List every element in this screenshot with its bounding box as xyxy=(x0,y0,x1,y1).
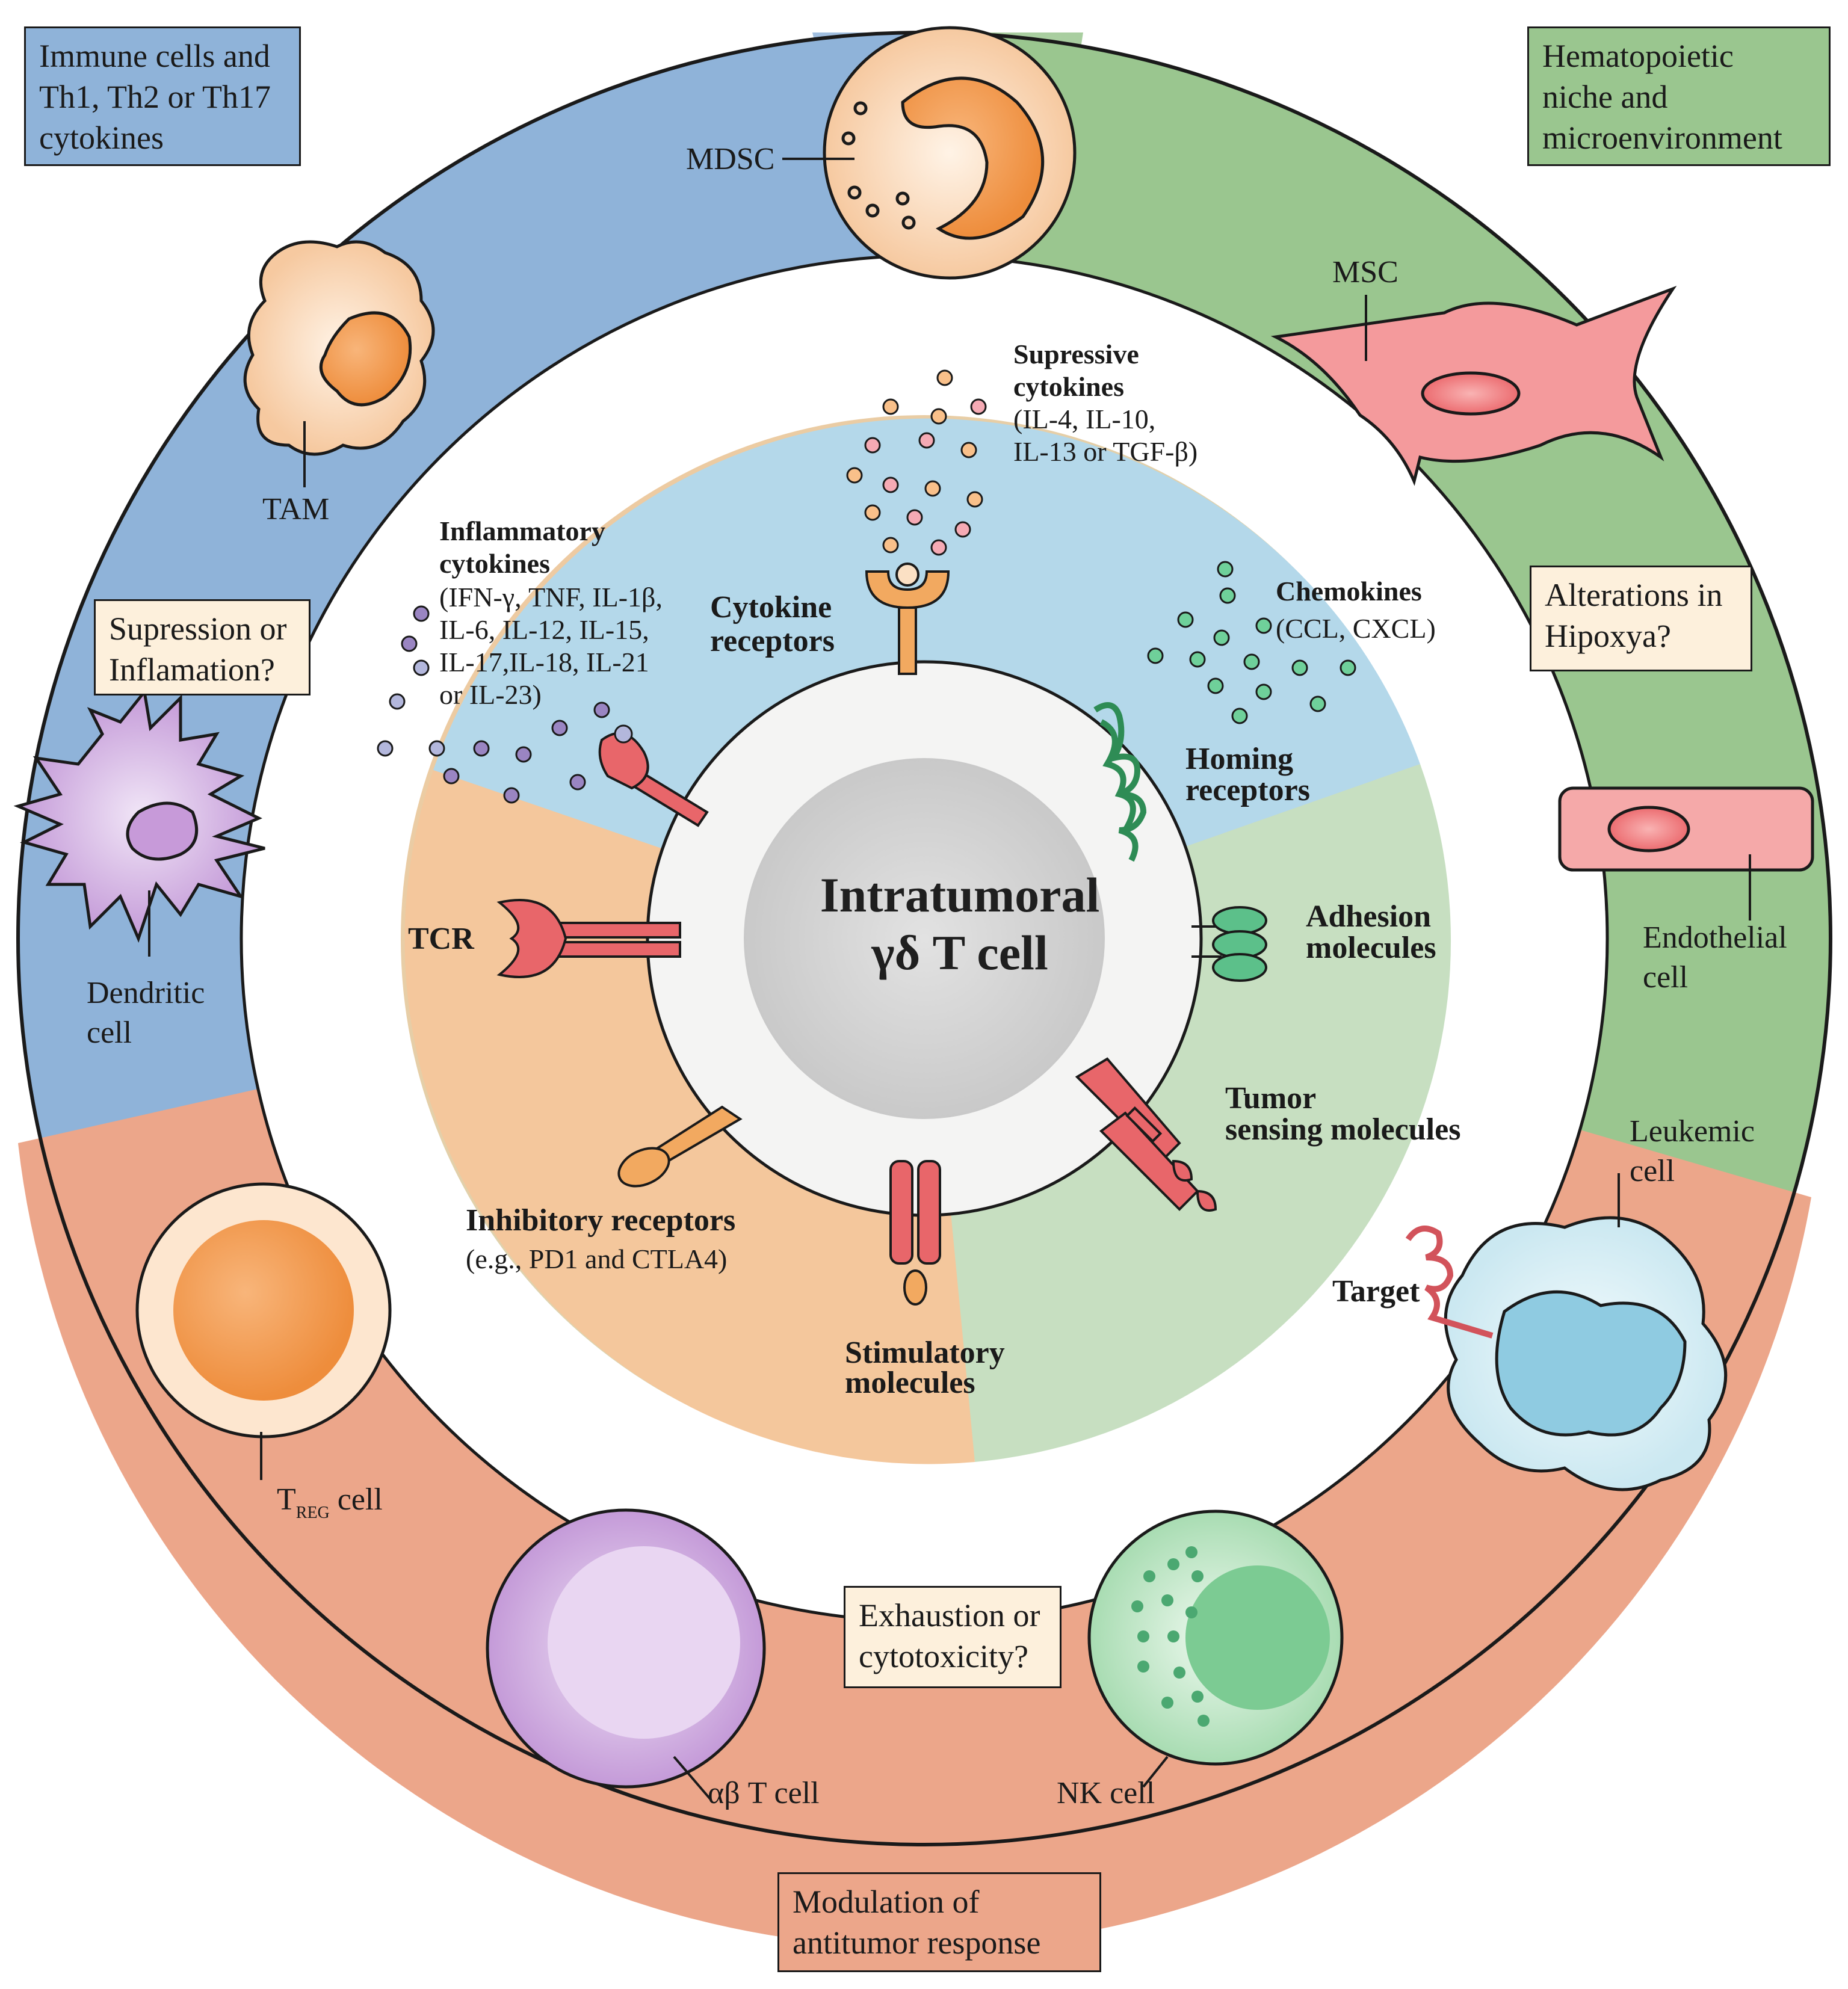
tam-cell xyxy=(243,240,435,456)
suppression-line-1: Supression or xyxy=(109,611,287,647)
immune-box-line-1: Immune cells and xyxy=(39,38,270,74)
cytokine-receptor-icon xyxy=(865,563,950,675)
exhaustion-question-box: Exhaustion or cytotoxicity? xyxy=(844,1586,1062,1688)
endothelial-label-line-2: cell xyxy=(1643,960,1689,994)
inflammatory-list-line-2: IL-6, IL-12, IL-15, xyxy=(439,614,649,645)
leukemic-label: Leukemic cell xyxy=(1630,1112,1755,1191)
center-title-line-2: γδ T cell xyxy=(871,925,1048,980)
cytokine-receptors-line-2: receptors xyxy=(710,624,835,658)
dendritic-cell xyxy=(13,688,265,943)
ab-t-cell xyxy=(486,1508,766,1789)
dendritic-label-line-2: cell xyxy=(87,1016,132,1050)
supressive-cytokines-title: Supressive cytokines xyxy=(1013,338,1139,403)
chemokines-icon xyxy=(1147,561,1356,724)
niche-box-line-2: niche and xyxy=(1542,79,1668,115)
target-icon xyxy=(1405,1226,1494,1339)
cytokine-receptors-line-1: Cytokine xyxy=(710,590,832,624)
inhibitory-receptors-title: Inhibitory receptors xyxy=(466,1203,736,1238)
leukemic-cell xyxy=(1444,1216,1728,1491)
immune-cells-box: Immune cells and Th1, Th2 or Th17 cytoki… xyxy=(24,26,301,166)
msc-cell xyxy=(1270,285,1677,486)
endothelial-label: Endothelial cell xyxy=(1643,918,1787,998)
inflammatory-cytokines-list: (IFN-γ, TNF, IL-1β, IL-6, IL-12, IL-15, … xyxy=(439,581,663,711)
target-label: Target xyxy=(1332,1274,1420,1309)
inflammatory-list-line-4: or IL-23) xyxy=(439,679,542,710)
adhesion-line-2: molecules xyxy=(1306,931,1436,965)
gamma-delta-t-cell xyxy=(646,660,1203,1217)
stimulatory-molecules-icon xyxy=(889,1160,941,1306)
exhaustion-line-2: cytotoxicity? xyxy=(859,1638,1028,1674)
treg-label-main: T xyxy=(277,1482,296,1517)
inflammatory-cytokines-icon xyxy=(377,605,633,804)
hipoxya-line-2: Hipoxya? xyxy=(1545,618,1671,654)
endothelial-cell xyxy=(1558,786,1814,872)
center-cell-title: Intratumoral γδ T cell xyxy=(770,866,1149,982)
dendritic-label-line-1: Dendritic xyxy=(87,976,205,1010)
endothelial-label-line-1: Endothelial xyxy=(1643,920,1787,955)
adhesion-line-1: Adhesion xyxy=(1306,899,1432,934)
homing-line-1: Homing xyxy=(1185,742,1294,776)
niche-box-line-1: Hematopoietic xyxy=(1542,38,1734,74)
leukemic-label-line-2: cell xyxy=(1630,1154,1675,1188)
treg-cell xyxy=(135,1182,392,1439)
inhibitory-receptors-list: (e.g., PD1 and CTLA4) xyxy=(466,1244,728,1274)
inflammatory-list-line-3: IL-17,IL-18, IL-21 xyxy=(439,647,649,677)
adhesion-molecules-icon xyxy=(1191,906,1267,982)
ab-t-cell-label: αβ T cell xyxy=(708,1776,820,1810)
hipoxya-line-1: Alterations in xyxy=(1545,577,1723,613)
immune-box-line-2: Th1, Th2 or Th17 xyxy=(39,79,271,115)
tumor-sensing-label: Tumor sensing molecules xyxy=(1225,1083,1460,1146)
suppression-line-2: Inflamation? xyxy=(109,652,275,688)
inflammatory-title-line-2: cytokines xyxy=(439,548,550,579)
tumor-sensing-line-1: Tumor xyxy=(1225,1081,1317,1115)
supressive-title-line-1: Supressive xyxy=(1013,339,1139,369)
nk-cell-label: NK cell xyxy=(1057,1776,1155,1810)
inflammatory-list-line-1: (IFN-γ, TNF, IL-1β, xyxy=(439,582,663,612)
stimulatory-line-1: Stimulatory xyxy=(845,1336,1005,1370)
tam-label: TAM xyxy=(262,492,330,526)
inhibitory-receptor-icon xyxy=(617,1105,743,1188)
center-title-line-1: Intratumoral xyxy=(820,868,1100,922)
inflammatory-title-line-1: Inflammatory xyxy=(439,516,605,546)
tumor-sensing-line-2: sensing molecules xyxy=(1225,1112,1461,1147)
treg-label-sub: REG xyxy=(295,1503,330,1522)
homing-receptor-icon xyxy=(1093,702,1147,862)
immune-box-line-3: cytokines xyxy=(39,120,164,156)
modulation-box-line-1: Modulation of xyxy=(793,1884,980,1920)
homing-receptors-label: Homing receptors xyxy=(1185,744,1310,806)
inflammatory-cytokines-title: Inflammatory cytokines xyxy=(439,515,605,580)
hipoxya-question-box: Alterations in Hipoxya? xyxy=(1530,566,1752,671)
supressive-title-line-2: cytokines xyxy=(1013,371,1124,402)
tumor-sensing-molecules-icon xyxy=(1075,1057,1217,1212)
chemokines-title: Chemokines xyxy=(1276,576,1422,606)
leukemic-label-line-1: Leukemic xyxy=(1630,1114,1755,1149)
adhesion-molecules-label: Adhesion molecules xyxy=(1306,901,1436,964)
suppression-question-box: Supression or Inflamation? xyxy=(94,599,311,695)
chemokines-list: (CCL, CXCL) xyxy=(1276,613,1436,644)
homing-line-2: receptors xyxy=(1185,773,1310,807)
supressive-cytokines-icon xyxy=(846,369,987,556)
nk-cell xyxy=(1087,1509,1344,1766)
supressive-cytokines-list: (IL-4, IL-10, IL-13 or TGF-β) xyxy=(1013,403,1197,468)
tcr-icon xyxy=(496,899,681,978)
modulation-box-line-2: antitumor response xyxy=(793,1925,1041,1961)
treg-label: TREG cell xyxy=(277,1480,383,1533)
dendritic-label: Dendritic cell xyxy=(87,973,205,1053)
modulation-box: Modulation of antitumor response xyxy=(777,1872,1101,1972)
supressive-list-line-2: IL-13 or TGF-β) xyxy=(1013,436,1198,467)
exhaustion-line-1: Exhaustion or xyxy=(859,1597,1040,1633)
tcr-label: TCR xyxy=(408,922,474,956)
mdsc-cell xyxy=(823,26,1077,280)
msc-label: MSC xyxy=(1332,255,1398,289)
mdsc-label: MDSC xyxy=(686,142,775,176)
supressive-list-line-1: (IL-4, IL-10, xyxy=(1013,404,1156,434)
hematopoietic-niche-box: Hematopoietic niche and microenvironment xyxy=(1527,26,1831,166)
stimulatory-line-2: molecules xyxy=(845,1366,975,1400)
niche-box-line-3: microenvironment xyxy=(1542,120,1782,156)
stimulatory-molecules-label: Stimulatory molecules xyxy=(845,1336,1005,1400)
treg-label-tail: cell xyxy=(329,1482,383,1517)
cytokine-receptors-label: Cytokine receptors xyxy=(710,591,835,658)
